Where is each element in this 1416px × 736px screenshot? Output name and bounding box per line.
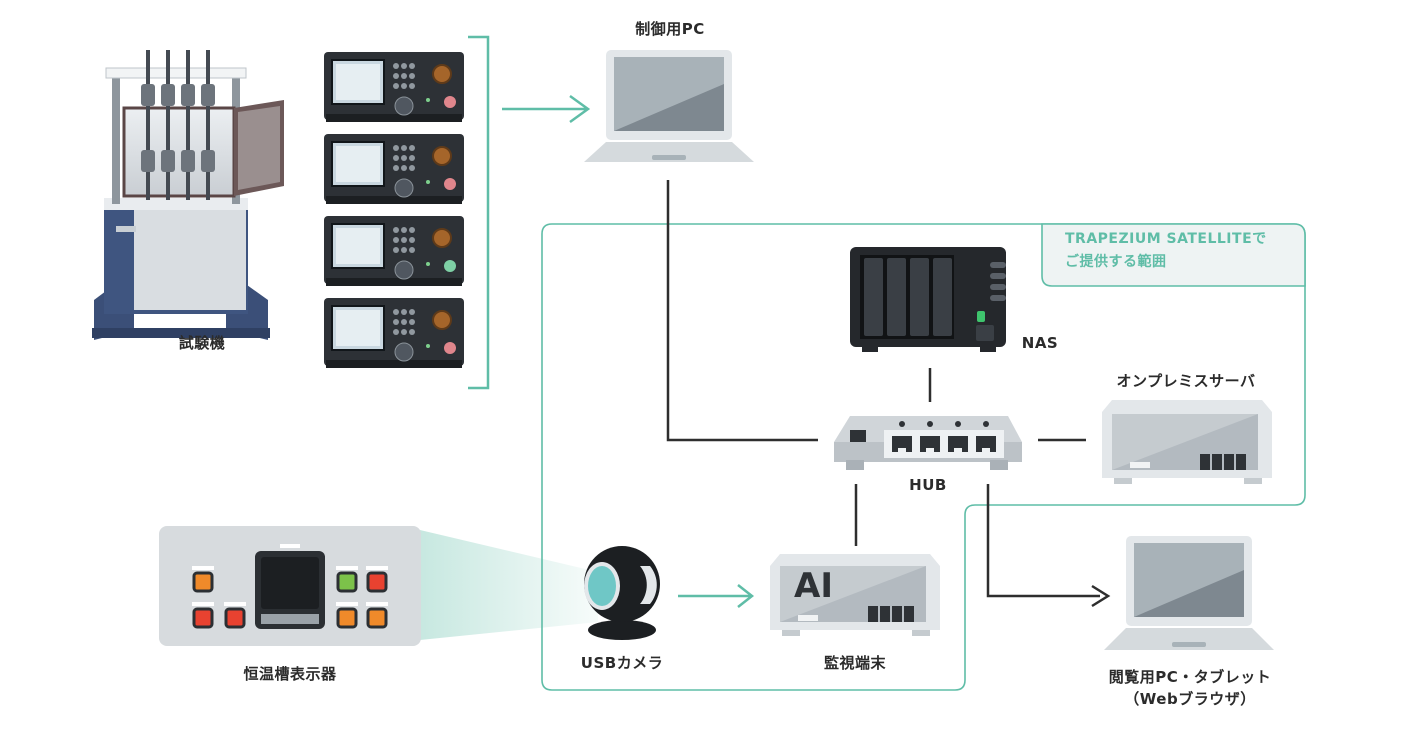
hub-icon [834,416,1022,470]
hub-label: HUB [909,476,947,494]
line-hub-to-viewer [986,484,1100,598]
arrow-to-viewer [1091,584,1111,608]
viewer-pc-label-line1: 閲覧用PC・タブレット [1108,668,1272,686]
nas-label: NAS [1021,334,1059,352]
controller-unit [324,216,464,286]
scope-label-line1: TRAPEZIUM SATELLITEで [1065,231,1267,247]
controller-units-image [324,52,464,368]
control-pc-laptop-icon [584,50,754,162]
ai-text: AI [794,566,833,606]
testing-machine-image [92,50,284,340]
monitor-terminal-label: 監視端末 [823,654,886,672]
viewer-laptop-icon [1104,536,1274,650]
chamber-display-label: 恒温槽表示器 [243,665,337,683]
control-pc-label: 制御用PC [635,20,705,38]
controller-unit [324,298,464,368]
scope-label-box [1041,223,1306,287]
nas-icon [850,247,1006,352]
scope-label-line2: ご提供する範囲 [1065,254,1167,270]
usb-camera-icon [584,546,660,640]
viewer-pc-label-line2: （Webブラウザ） [1124,690,1256,708]
monitor-terminal-icon: AI [770,554,940,636]
usb-camera-label: USBカメラ [580,654,664,672]
arrow-camera-to-monitor [678,584,755,608]
chamber-display-panel [159,526,598,646]
arrow-controllers-to-pc [502,94,591,124]
line-pc-to-hub [666,180,818,442]
onpremise-server-icon [1102,400,1272,484]
controllers-bracket [468,35,490,390]
scope-label: TRAPEZIUM SATELLITEで ご提供する範囲 [1045,228,1303,284]
onpremise-server-label: オンプレミスサーバ [1116,372,1256,390]
tester-label: 試験機 [178,334,226,352]
controller-unit [324,52,464,122]
controller-unit [324,134,464,204]
green-arrows [468,35,755,608]
connections [666,180,1111,608]
